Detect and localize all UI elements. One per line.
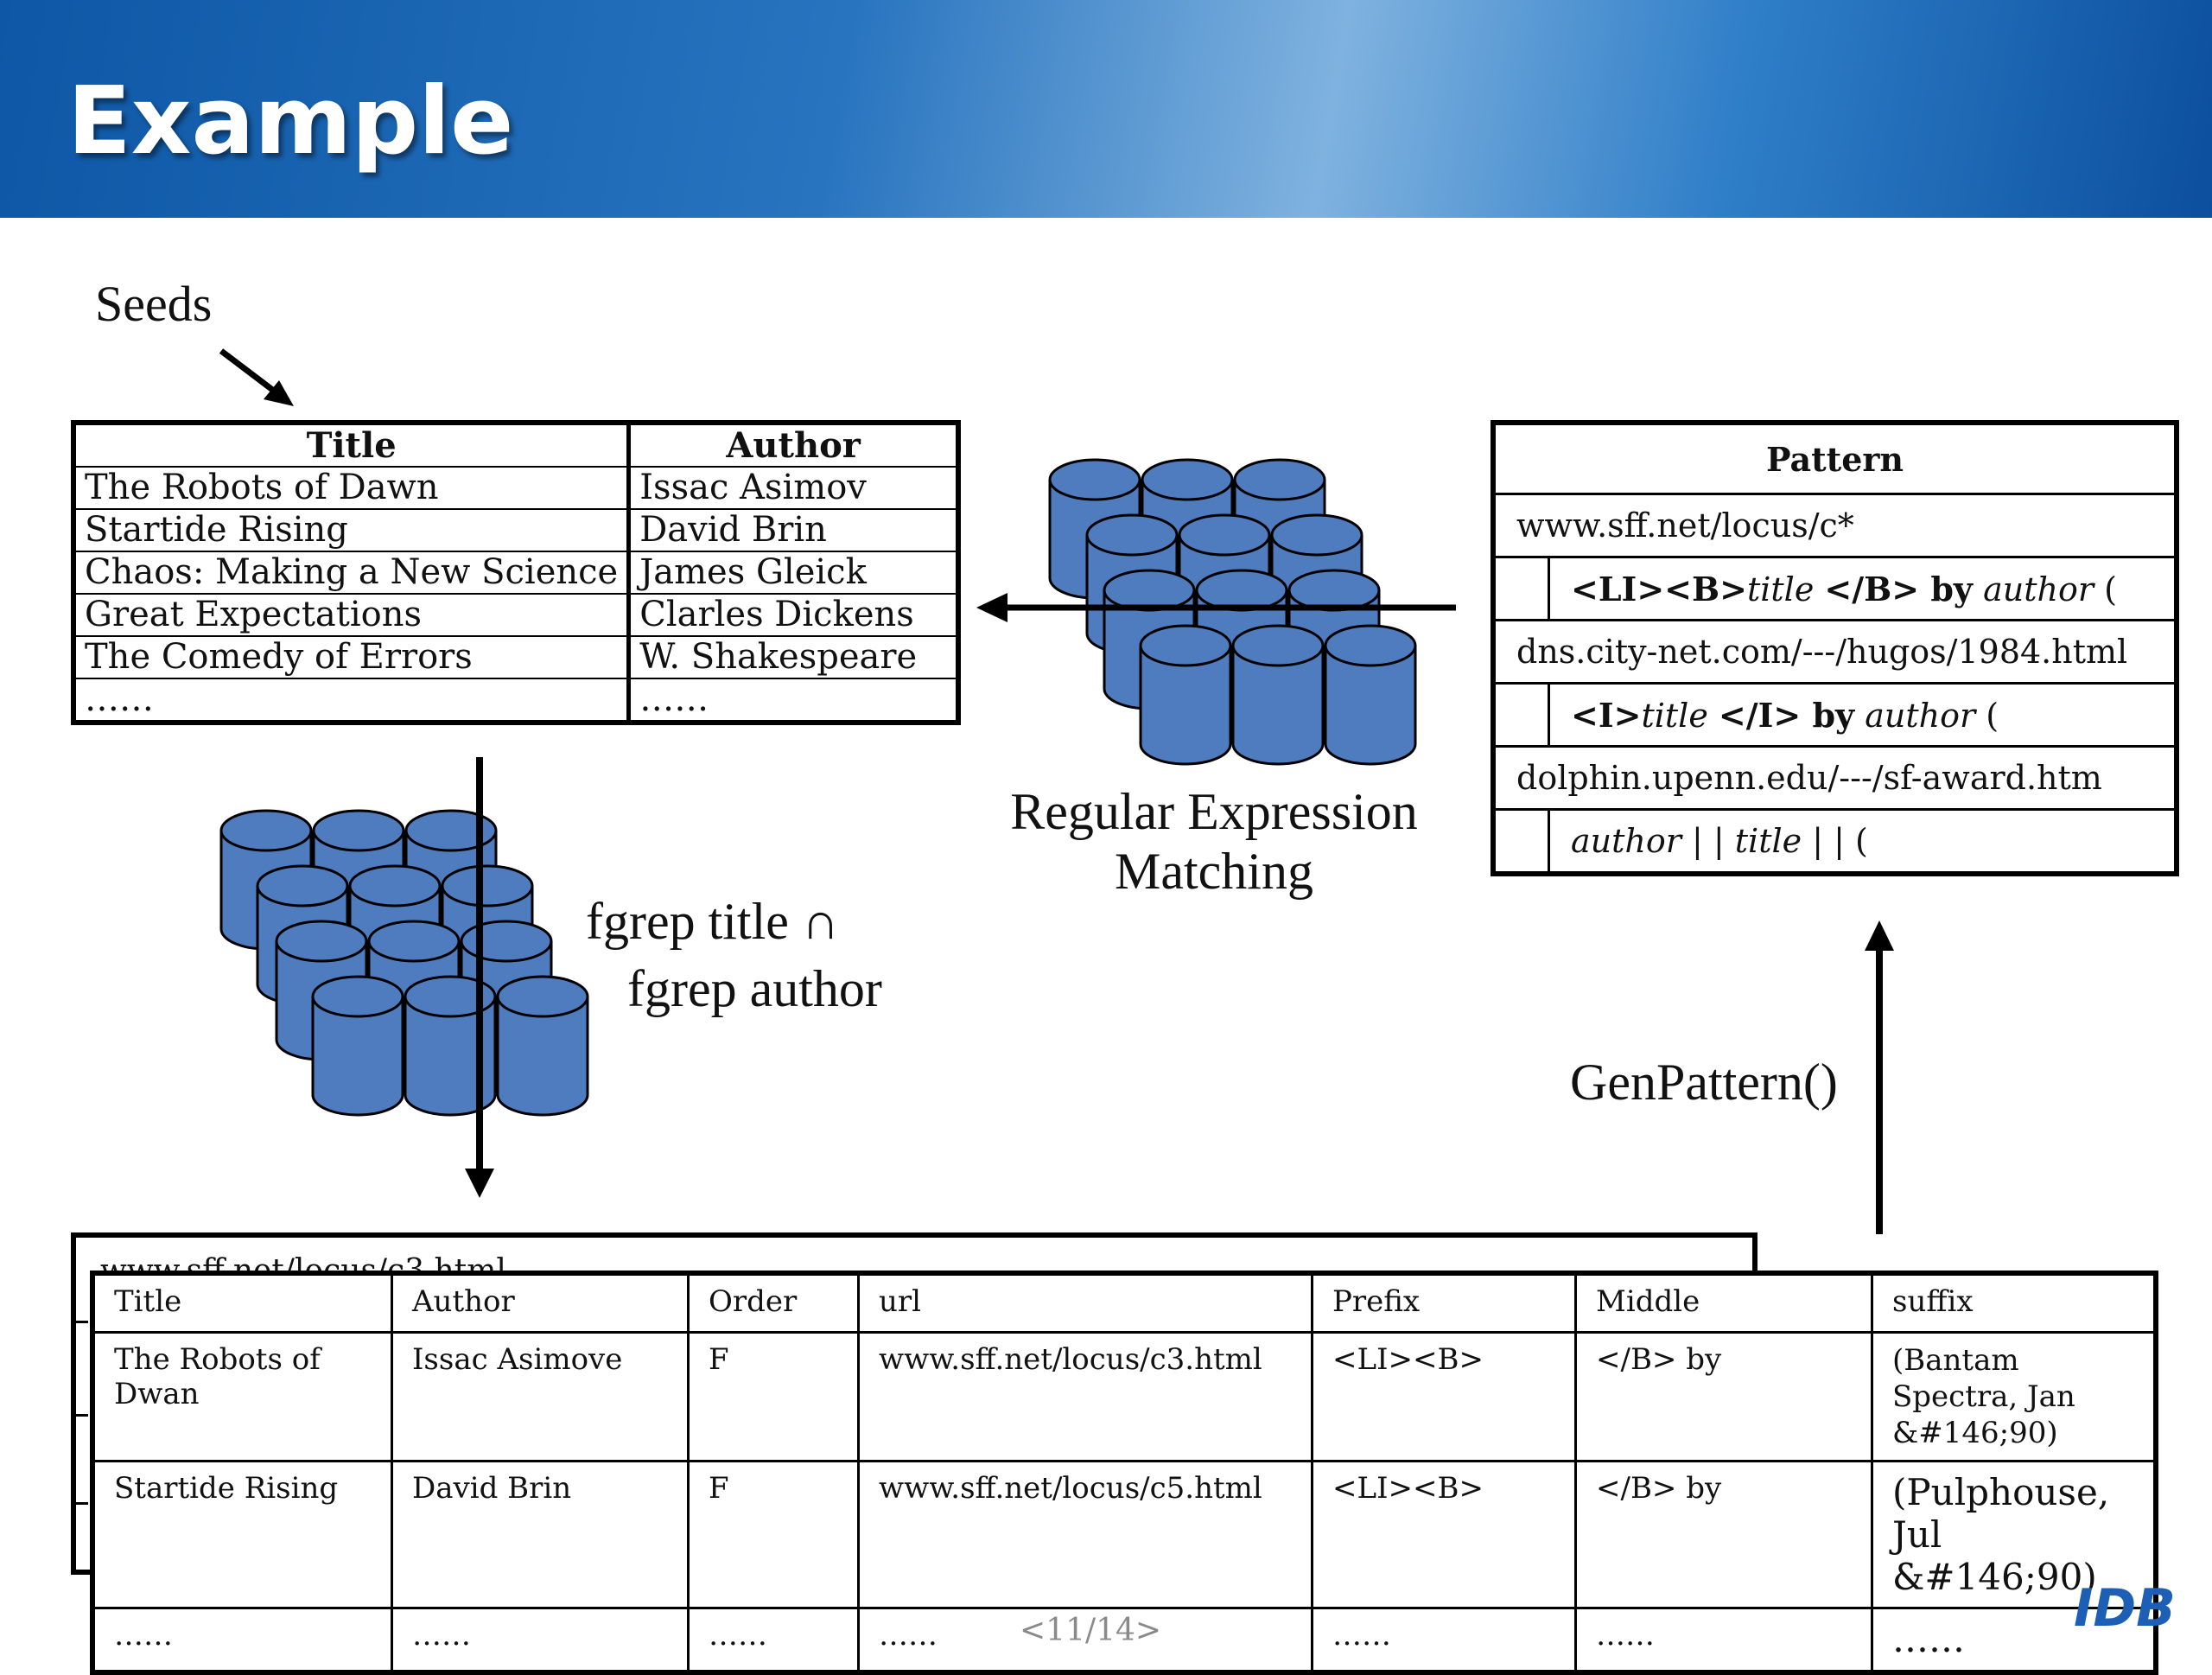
- column-header-url: url: [857, 1271, 1313, 1334]
- database-cylinder-icon: [311, 975, 404, 1117]
- cell-author: W. Shakespeare: [626, 635, 960, 679]
- pattern-url-row: www.sff.net/locus/c*: [1491, 493, 2178, 558]
- column-header-order: Order: [687, 1271, 860, 1334]
- cell-author: Clarles Dickens: [626, 593, 960, 637]
- cell-title: The Robots of Dwan: [91, 1331, 393, 1462]
- table-row: The Robots of Dwan Issac Asimove F www.s…: [91, 1331, 2158, 1462]
- column-header-title: Title: [91, 1271, 393, 1334]
- slide-title: Example: [67, 67, 514, 175]
- fgrep-label-line2: fgrep author: [627, 960, 882, 1017]
- cell-title: ……: [73, 678, 630, 723]
- slide-header: Example: [0, 0, 2212, 218]
- cell-prefix: <LI><B>: [1311, 1331, 1577, 1462]
- cell-middle: </B> by: [1574, 1331, 1873, 1462]
- pattern-expression-row: author | | title | | (: [1491, 808, 2178, 876]
- cell-title: Chaos: Making a New Science: [73, 551, 630, 595]
- cell-prefix: <LI><B>: [1311, 1460, 1577, 1609]
- cell-order: F: [687, 1460, 860, 1609]
- database-cylinder-icon: [1324, 624, 1417, 766]
- left-arrow-icon: [976, 593, 1456, 622]
- cell-title: The Robots of Dawn: [73, 466, 630, 510]
- cell-url: www.sff.net/locus/c5.html: [857, 1460, 1313, 1609]
- up-arrow-icon: [1865, 920, 1894, 1234]
- pattern-url: www.sff.net/locus/c*: [1491, 493, 2178, 558]
- pattern-header-row: Pattern: [1491, 421, 2178, 495]
- cell-author: ……: [391, 1607, 690, 1673]
- pattern-expression-row: <LI><B>title </B> by author (: [1491, 556, 2178, 621]
- regex-matching-label: Regular Expression Matching: [1010, 783, 1418, 900]
- pattern-header: Pattern: [1491, 421, 2178, 495]
- database-cluster-left: [219, 809, 589, 1117]
- cell-author: Issac Asimove: [391, 1331, 690, 1462]
- cell-author: James Gleick: [626, 551, 960, 595]
- cell-middle: ……: [1574, 1607, 1873, 1673]
- cell-url: www.sff.net/locus/c3.html: [857, 1331, 1313, 1462]
- cell-title: Startide Rising: [73, 508, 630, 552]
- pattern-expression-row: <I>title </I> by author (: [1491, 682, 2178, 748]
- column-header-author: Author: [626, 422, 960, 468]
- column-header-author: Author: [391, 1271, 690, 1334]
- table-row: Startide Rising David Brin F www.sff.net…: [91, 1460, 2158, 1609]
- pattern-table: Pattern www.sff.net/locus/c* <LI><B>titl…: [1491, 420, 2179, 876]
- cell-suffix: (Bantam Spectra, Jan &#146;90): [1871, 1331, 2158, 1462]
- pattern-expression: <LI><B>title </B> by author (: [1548, 556, 2178, 621]
- table-row: …………: [73, 678, 960, 723]
- column-header-middle: Middle: [1574, 1271, 1873, 1334]
- seeds-arrow-icon: [219, 348, 294, 406]
- pattern-expression: author | | title | | (: [1548, 808, 2178, 876]
- column-header-title: Title: [73, 422, 630, 468]
- column-header-prefix: Prefix: [1311, 1271, 1577, 1334]
- table-header-row: Title Author: [73, 422, 960, 468]
- seeds-label: Seeds: [95, 276, 213, 332]
- table-header-row: Title Author Order url Prefix Middle suf…: [91, 1271, 2158, 1334]
- pattern-url: dolphin.upenn.edu/---/sf-award.htm: [1491, 745, 2178, 811]
- pattern-url-row: dns.city-net.com/---/hugos/1984.html: [1491, 619, 2178, 685]
- cell-suffix: (Pulphouse, Jul &#146;90): [1871, 1460, 2158, 1609]
- cell-title: ……: [91, 1607, 393, 1673]
- occurrence-table: Title Author Order url Prefix Middle suf…: [90, 1271, 2158, 1675]
- down-arrow-icon: [465, 757, 494, 1198]
- cell-order: F: [687, 1331, 860, 1462]
- cell-author: David Brin: [626, 508, 960, 552]
- cell-title: Startide Rising: [91, 1460, 393, 1609]
- genpattern-label: GenPattern(): [1570, 1054, 1838, 1111]
- cell-author: Issac Asimov: [626, 466, 960, 510]
- idb-logo: IDB: [2074, 1578, 2176, 1639]
- cell-author: David Brin: [391, 1460, 690, 1609]
- pattern-expression: <I>title </I> by author (: [1548, 682, 2178, 748]
- database-cylinder-icon: [496, 975, 589, 1117]
- cell-order: ……: [687, 1607, 860, 1673]
- fgrep-label-line1: fgrep title ∩: [586, 893, 840, 950]
- database-cluster-right: [1048, 458, 1417, 766]
- cell-title: Great Expectations: [73, 593, 630, 637]
- cell-author: ……: [626, 678, 960, 723]
- database-cylinder-icon: [1231, 624, 1325, 766]
- cell-middle: </B> by: [1574, 1460, 1873, 1609]
- page-number: <11/14>: [1020, 1613, 1162, 1648]
- pattern-url-row: dolphin.upenn.edu/---/sf-award.htm: [1491, 745, 2178, 811]
- cell-title: The Comedy of Errors: [73, 635, 630, 679]
- cell-prefix: ……: [1311, 1607, 1577, 1673]
- column-header-suffix: suffix: [1871, 1271, 2158, 1334]
- pattern-url: dns.city-net.com/---/hugos/1984.html: [1491, 619, 2178, 685]
- database-cylinder-icon: [1139, 624, 1232, 766]
